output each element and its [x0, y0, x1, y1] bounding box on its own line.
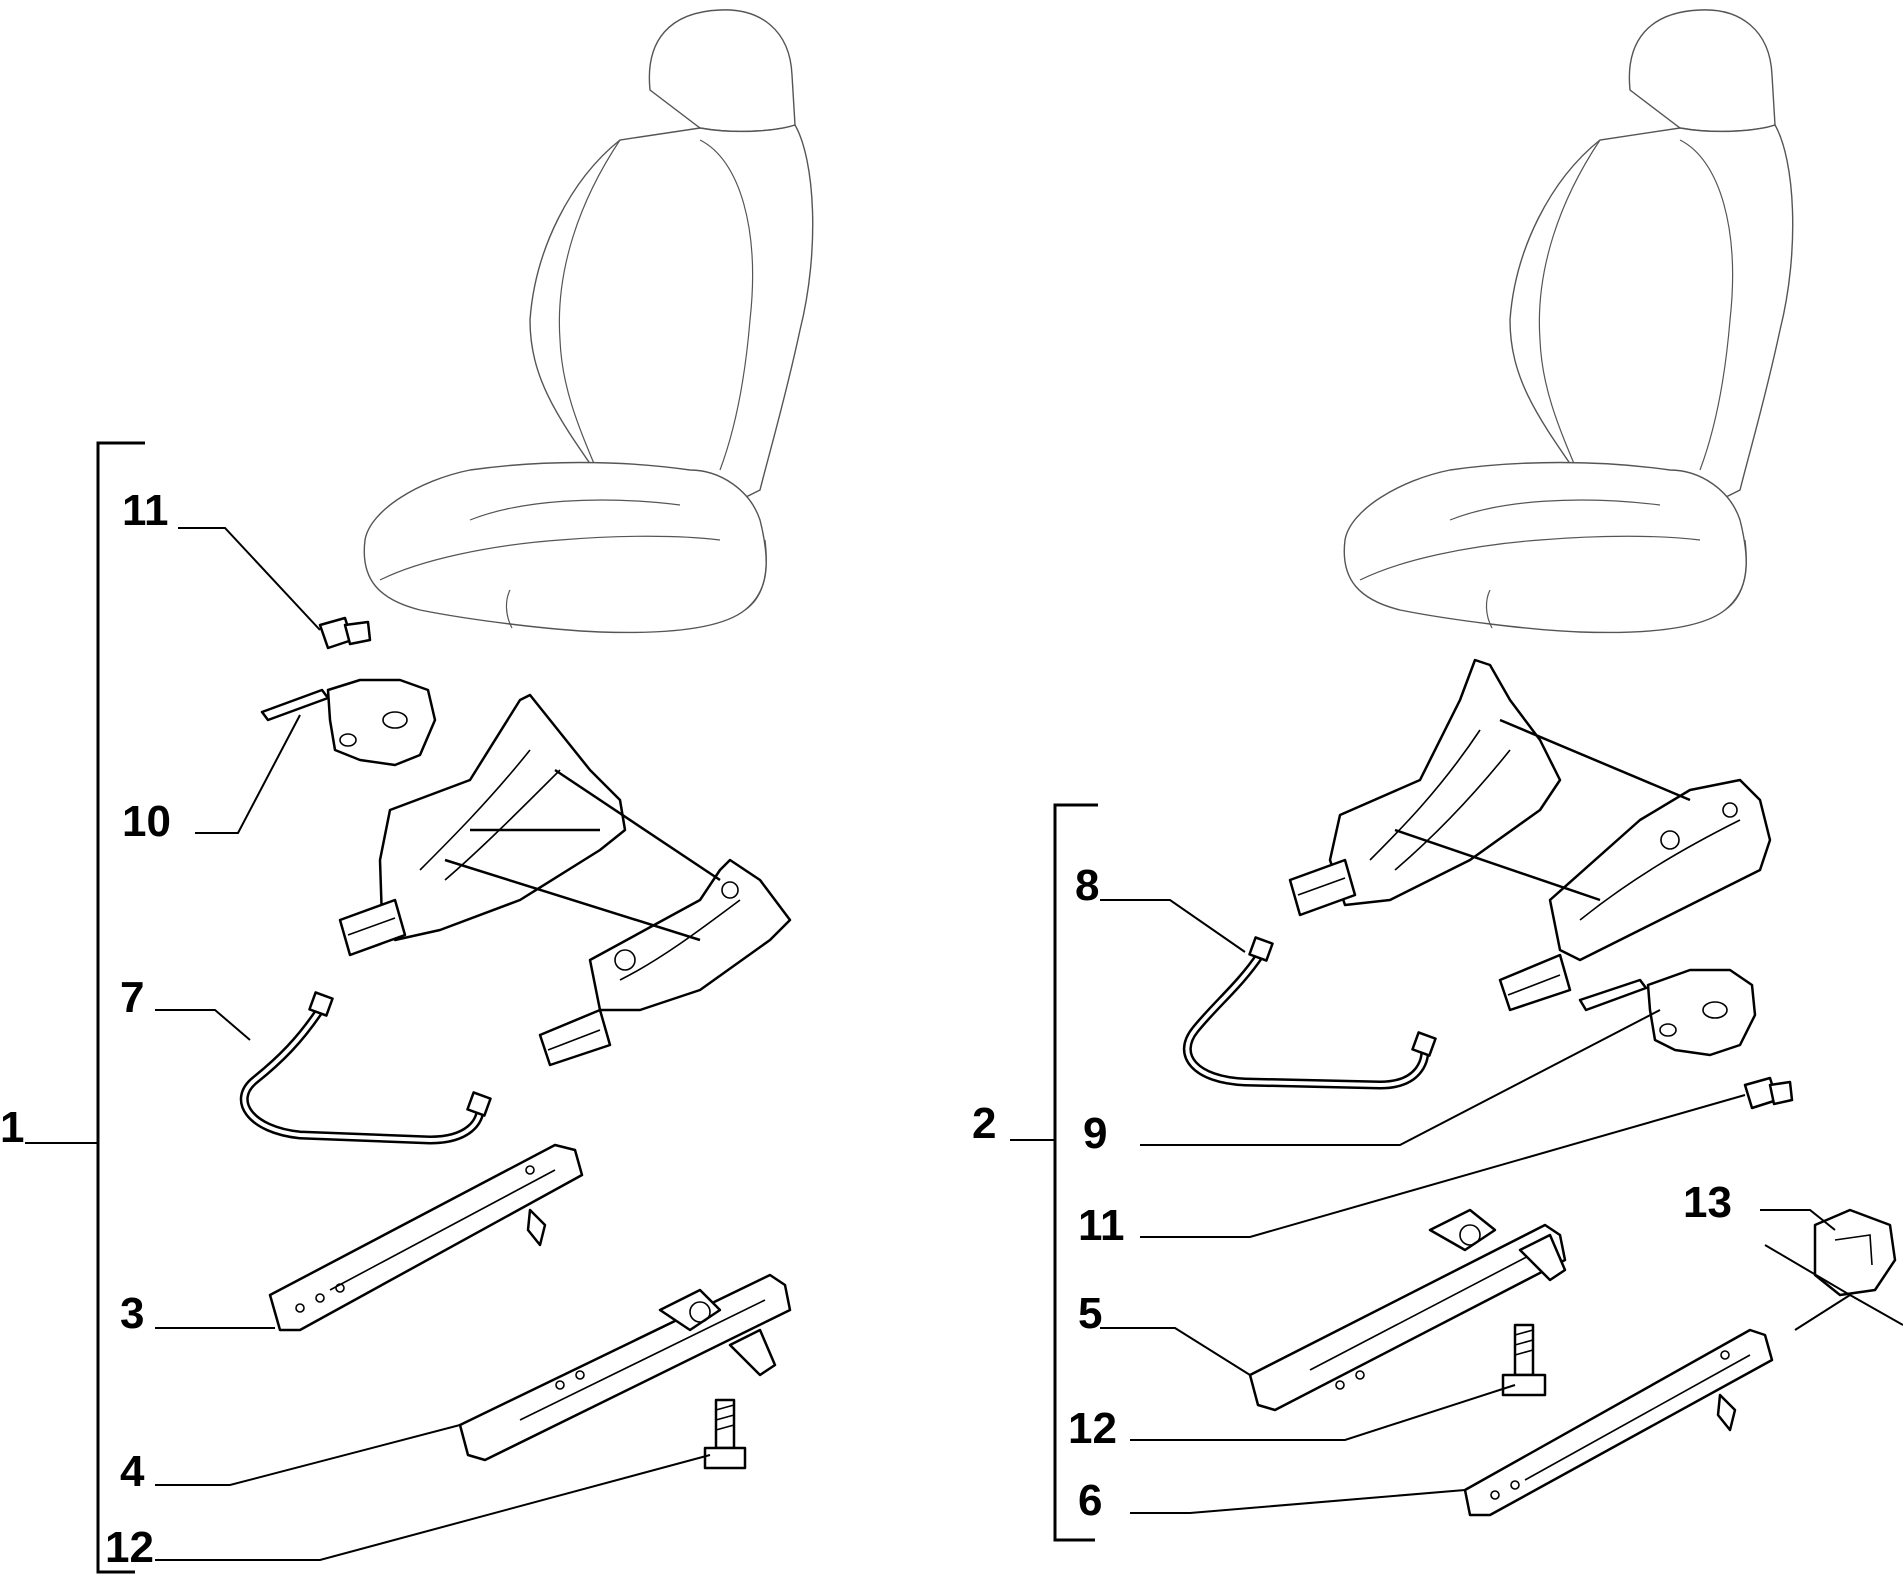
callout-2: 2 [972, 1099, 996, 1148]
left-rail-4 [458, 1273, 792, 1462]
callout-1: 1 [0, 1103, 24, 1152]
callout-8: 8 [1075, 861, 1099, 910]
left-bracket-10 [260, 678, 437, 767]
callout-3: 3 [120, 1289, 144, 1338]
left-seat-outline [363, 9, 814, 634]
left-leaders [25, 441, 711, 1574]
left-bolt-11 [318, 616, 372, 650]
callout-7: 7 [120, 973, 144, 1022]
clip-13-guide-line-2 [1849, 1294, 1903, 1326]
right-seat-outline [1343, 9, 1794, 634]
callout-11-right: 11 [1078, 1201, 1125, 1250]
callout-12-left: 12 [105, 1523, 154, 1572]
callout-9: 9 [1083, 1109, 1107, 1158]
callout-5: 5 [1078, 1289, 1102, 1338]
callout-13: 13 [1683, 1178, 1732, 1227]
callout-10: 10 [122, 797, 171, 846]
left-rod-7 [239, 991, 492, 1145]
right-bolt-12 [1501, 1323, 1547, 1397]
left-rail-3 [268, 1143, 584, 1332]
left-seat-frame [338, 693, 792, 1067]
right-bolt-11 [1743, 1076, 1794, 1110]
right-bracket-9 [1578, 968, 1757, 1057]
right-leaders [1010, 803, 1836, 1542]
right-rail-5 [1248, 1208, 1567, 1412]
callout-6: 6 [1078, 1476, 1102, 1525]
callout-11-left: 11 [122, 486, 169, 535]
right-seat-frame [1288, 658, 1772, 1012]
right-rod-8 [1182, 936, 1437, 1090]
callout-4: 4 [120, 1447, 145, 1496]
callout-12-right: 12 [1068, 1404, 1117, 1453]
right-clip-13 [1813, 1208, 1897, 1297]
left-bolt-12 [703, 1398, 747, 1470]
right-rail-6 [1463, 1328, 1774, 1517]
